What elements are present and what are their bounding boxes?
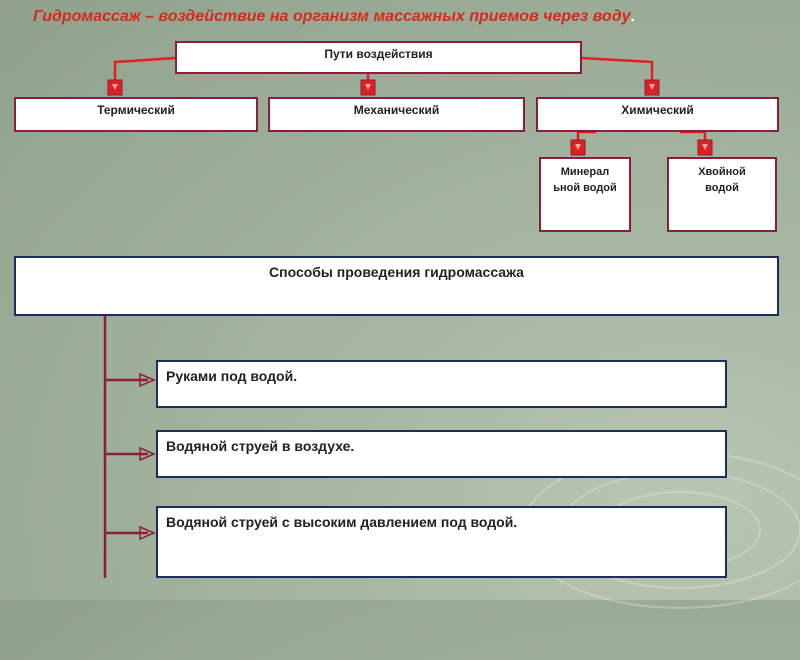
title-text: Гидромассаж – воздействие на организм ма… xyxy=(33,8,631,25)
method-box-1: Руками под водой. xyxy=(156,360,727,408)
path-mechanical-box: Механический xyxy=(268,97,525,132)
method-label-1: Руками под водой. xyxy=(166,368,298,384)
method-label-2: Водяной струей в воздухе. xyxy=(166,438,355,454)
connector-chemical xyxy=(581,56,654,82)
chemical-mineral-box: Минерал ьной водой xyxy=(539,157,631,232)
path-thermal-label: Термический xyxy=(97,103,175,117)
methods-header-box: Способы проведения гидромассажа xyxy=(14,256,779,316)
arrow-method-1 xyxy=(139,372,156,388)
path-chemical-box: Химический xyxy=(536,97,779,132)
path-thermal-box: Термический xyxy=(14,97,258,132)
method-box-2: Водяной струей в воздухе. xyxy=(156,430,727,478)
chemical-pine-label: Хвойной водой xyxy=(698,166,746,194)
path-mechanical-label: Механический xyxy=(353,103,440,117)
method-label-3: Водяной струей с высоким давлением под в… xyxy=(166,514,518,530)
connector-lines xyxy=(103,56,713,578)
arrow-method-3 xyxy=(139,525,156,541)
methods-header: Способы проведения гидромассажа xyxy=(269,264,524,280)
connector-thermal xyxy=(113,56,176,82)
paths-header: Пути воздействия xyxy=(324,47,433,61)
chemical-pine-box: Хвойной водой xyxy=(667,157,777,232)
method-box-3: Водяной струей с высоким давлением под в… xyxy=(156,506,727,578)
path-chemical-label: Химический xyxy=(621,103,694,117)
arrow-method-2 xyxy=(139,446,156,462)
page-title: Гидромассаж – воздействие на организм ма… xyxy=(33,8,635,26)
title-dot: . xyxy=(630,8,635,25)
chemical-mineral-label: Минерал ьной водой xyxy=(553,166,617,194)
paths-header-box: Пути воздействия xyxy=(175,41,582,74)
